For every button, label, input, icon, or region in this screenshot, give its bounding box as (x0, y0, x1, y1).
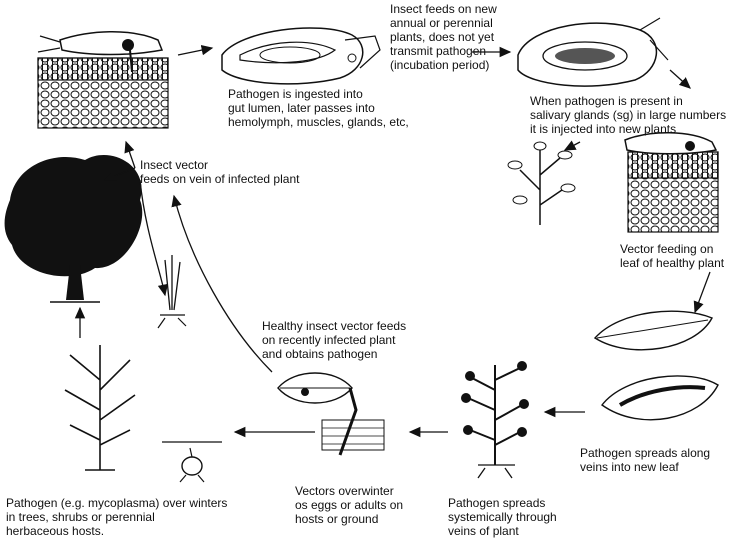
bare-tree-host (64, 345, 136, 471)
dissected-insect-gut (221, 27, 381, 85)
infected-leaf (601, 375, 719, 421)
caption-spreads-leaf: Pathogen spreads along veins into new le… (580, 446, 711, 474)
leaf-section-insect-top-left (37, 31, 169, 129)
caption-salivary: When pathogen is present in salivary gla… (530, 94, 727, 136)
infected-insect-salivary (517, 17, 669, 87)
caption-ingested: Pathogen is ingested into gut lumen, lat… (228, 87, 409, 129)
infected-tree (4, 154, 143, 303)
caption-healthy-leaf: Vector feeding on leaf of healthy plant (620, 242, 725, 270)
caption-obtains: Healthy insect vector feeds on recently … (262, 319, 407, 361)
new-plant-small (507, 141, 576, 225)
leaf-on-branch-overwinter (277, 372, 385, 456)
grass-seedling (157, 255, 187, 329)
bulb-host (162, 441, 222, 483)
leaf-section-insect-right (624, 132, 719, 233)
caption-systemic: Pathogen spreads systemically through ve… (448, 496, 557, 538)
caption-infected-vein: Insect vector feeds on vein of infected … (140, 158, 300, 186)
cycle-arrows (74, 45, 711, 438)
caption-overwinter-hosts: Pathogen (e.g. mycoplasma) over winters … (6, 496, 228, 538)
caption-new-plants: Insect feeds on new annual or perennial … (390, 2, 497, 72)
healthy-leaf (593, 310, 713, 351)
caption-overwinter-eggs: Vectors overwinter os eggs or adults on … (295, 484, 404, 526)
systemically-infected-plant (461, 361, 529, 479)
